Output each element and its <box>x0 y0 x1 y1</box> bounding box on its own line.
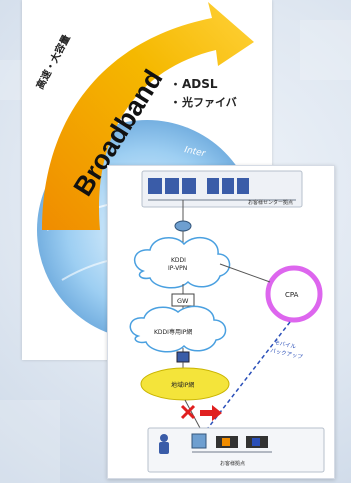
vpn-to-cpa-line <box>219 263 271 283</box>
branch-label: お客様拠点 <box>220 460 245 467</box>
router-icon <box>174 220 192 232</box>
mobile-backup-line <box>207 321 291 429</box>
background-tile <box>0 400 60 483</box>
failure-mark-icon <box>180 404 196 420</box>
feature-bullet: ・ <box>170 96 181 109</box>
branch-terminal-accent <box>222 438 230 446</box>
server-icon <box>182 178 196 194</box>
link-line <box>184 399 201 429</box>
cloud-ip-vpn-line2: IP-VPN <box>168 265 187 272</box>
cloud-dedicated-label: KDDI専用IP網 <box>154 328 192 336</box>
operator-icon <box>159 434 169 454</box>
branch-router-icon <box>191 433 207 449</box>
backup-label-line2: バックアップ <box>270 347 304 361</box>
cloud-regional-label: 地域IP網 <box>171 381 194 389</box>
backup-label-line1: モバイル <box>274 339 297 351</box>
network-diagram-panel: お客様センター拠点 KDDI IP-VPN GW KDDI専用IP網 地域IP網… <box>107 165 335 479</box>
cloud-ip-vpn-line1: KDDI <box>171 257 186 264</box>
background-tile <box>300 20 351 80</box>
cloud-ip-vpn <box>134 236 231 289</box>
server-icon <box>222 178 234 194</box>
server-icon <box>237 178 249 194</box>
internet-label: Inter <box>183 145 207 159</box>
feature-bullet: ・ <box>170 78 181 91</box>
gateway-label: GW <box>177 297 189 305</box>
tagline-text: 高速・大容量 <box>33 32 73 91</box>
hq-label: お客様センター拠点 <box>248 199 293 206</box>
feature-fiber: 光ファイバ <box>181 95 237 109</box>
server-icon <box>148 178 162 194</box>
network-diagram: お客様センター拠点 KDDI IP-VPN GW KDDI専用IP網 地域IP網… <box>129 170 325 473</box>
cloud-dedicated-network <box>129 305 227 353</box>
feature-adsl: ADSL <box>182 77 218 91</box>
server-icon <box>165 178 179 194</box>
broadband-arrow <box>42 2 254 230</box>
failover-arrow-icon <box>200 405 222 421</box>
server-icon <box>207 178 219 194</box>
access-device-icon <box>176 351 190 363</box>
server-rack-group <box>148 178 249 194</box>
cpa-node <box>265 265 323 323</box>
branch-terminal-accent <box>252 438 260 446</box>
cpa-label: CPA <box>285 291 299 299</box>
